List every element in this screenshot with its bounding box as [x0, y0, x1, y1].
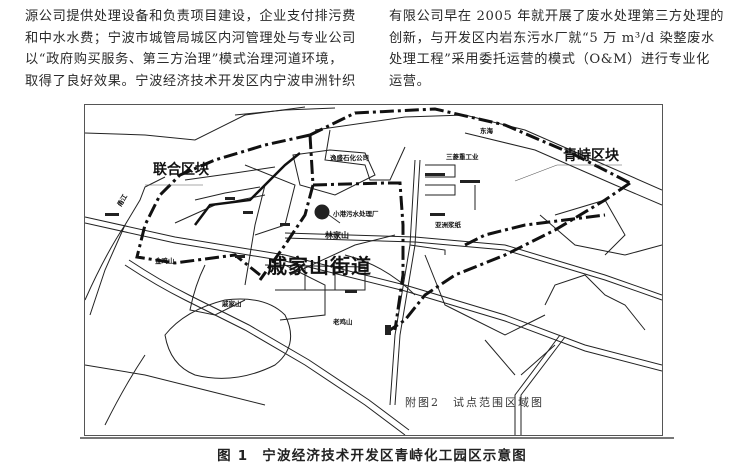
- map-label-qijiashan-street: 戚家山街道: [267, 254, 372, 278]
- paragraph-line: 取得了良好效果。宁波经济技术开发区内宁波申洲针织: [25, 73, 356, 89]
- divider: [80, 437, 674, 439]
- map-label-laojishan: 老鸡山: [333, 318, 353, 326]
- paragraph-line: 以“政府购买服务、第三方治理”模式治理河道环境，: [25, 52, 344, 67]
- map-label-yazhou-paper: 亚洲浆纸: [435, 221, 461, 229]
- map-label-qijiashan: 戚家山: [222, 300, 242, 308]
- plant-marker-icon: [314, 204, 330, 220]
- map-label-qingshi-block: 青峙区块: [563, 148, 619, 164]
- figure-caption: 图 1 宁波经济技术开发区青峙化工园区示意图: [0, 444, 744, 464]
- paragraph-line: 有限公司早在 2005 年就开展了废水处理第三方处理的: [389, 9, 725, 24]
- paragraph-line: 创新，与开发区内岩东污水厂就“5 万 m³/d 染整废水: [389, 30, 715, 46]
- map-label-lianhe-block: 联合区块: [153, 162, 209, 178]
- map-label-donghai: 东海: [480, 127, 493, 135]
- paragraph-line: 处理工程”采用委托运营的模式（O&M）进行专业化: [389, 52, 710, 67]
- map-label-petrochem-company: 逸盛石化公司: [330, 154, 369, 162]
- article-left-column: 源公司提供处理设备和负责项目建设，企业支付排污费 和中水水费；宁波市城管局城区内…: [25, 6, 365, 92]
- map-label-linjiashan: 林家山: [325, 231, 349, 240]
- map-label-xiaogang-plant: 小港污水处理厂: [333, 210, 379, 218]
- map-drawing: [85, 106, 662, 435]
- paragraph-line: 和中水水费；宁波市城管局城区内河管理处与专业公司: [25, 30, 356, 46]
- inset-caption: 附图2 试点范围区域图: [405, 396, 544, 409]
- map-figure: 联合区块 青峙区块 戚家山街道 林家山 戚家山 金鸡山 老鸡山 小港污水处理厂 …: [84, 104, 663, 436]
- map-label-jinjishan: 金鸡山: [155, 257, 175, 265]
- figure-title: 宁波经济技术开发区青峙化工园区示意图: [262, 448, 527, 464]
- article-right-column: 有限公司早在 2005 年就开展了废水处理第三方处理的 创新，与开发区内岩东污水…: [389, 6, 725, 92]
- paragraph-line: 源公司提供处理设备和负责项目建设，企业支付排污费: [25, 9, 356, 24]
- figure-number: 图 1: [217, 448, 249, 464]
- map-label-sanling-industry: 三菱重工业: [446, 153, 479, 161]
- paragraph-line: 运营。: [389, 73, 431, 89]
